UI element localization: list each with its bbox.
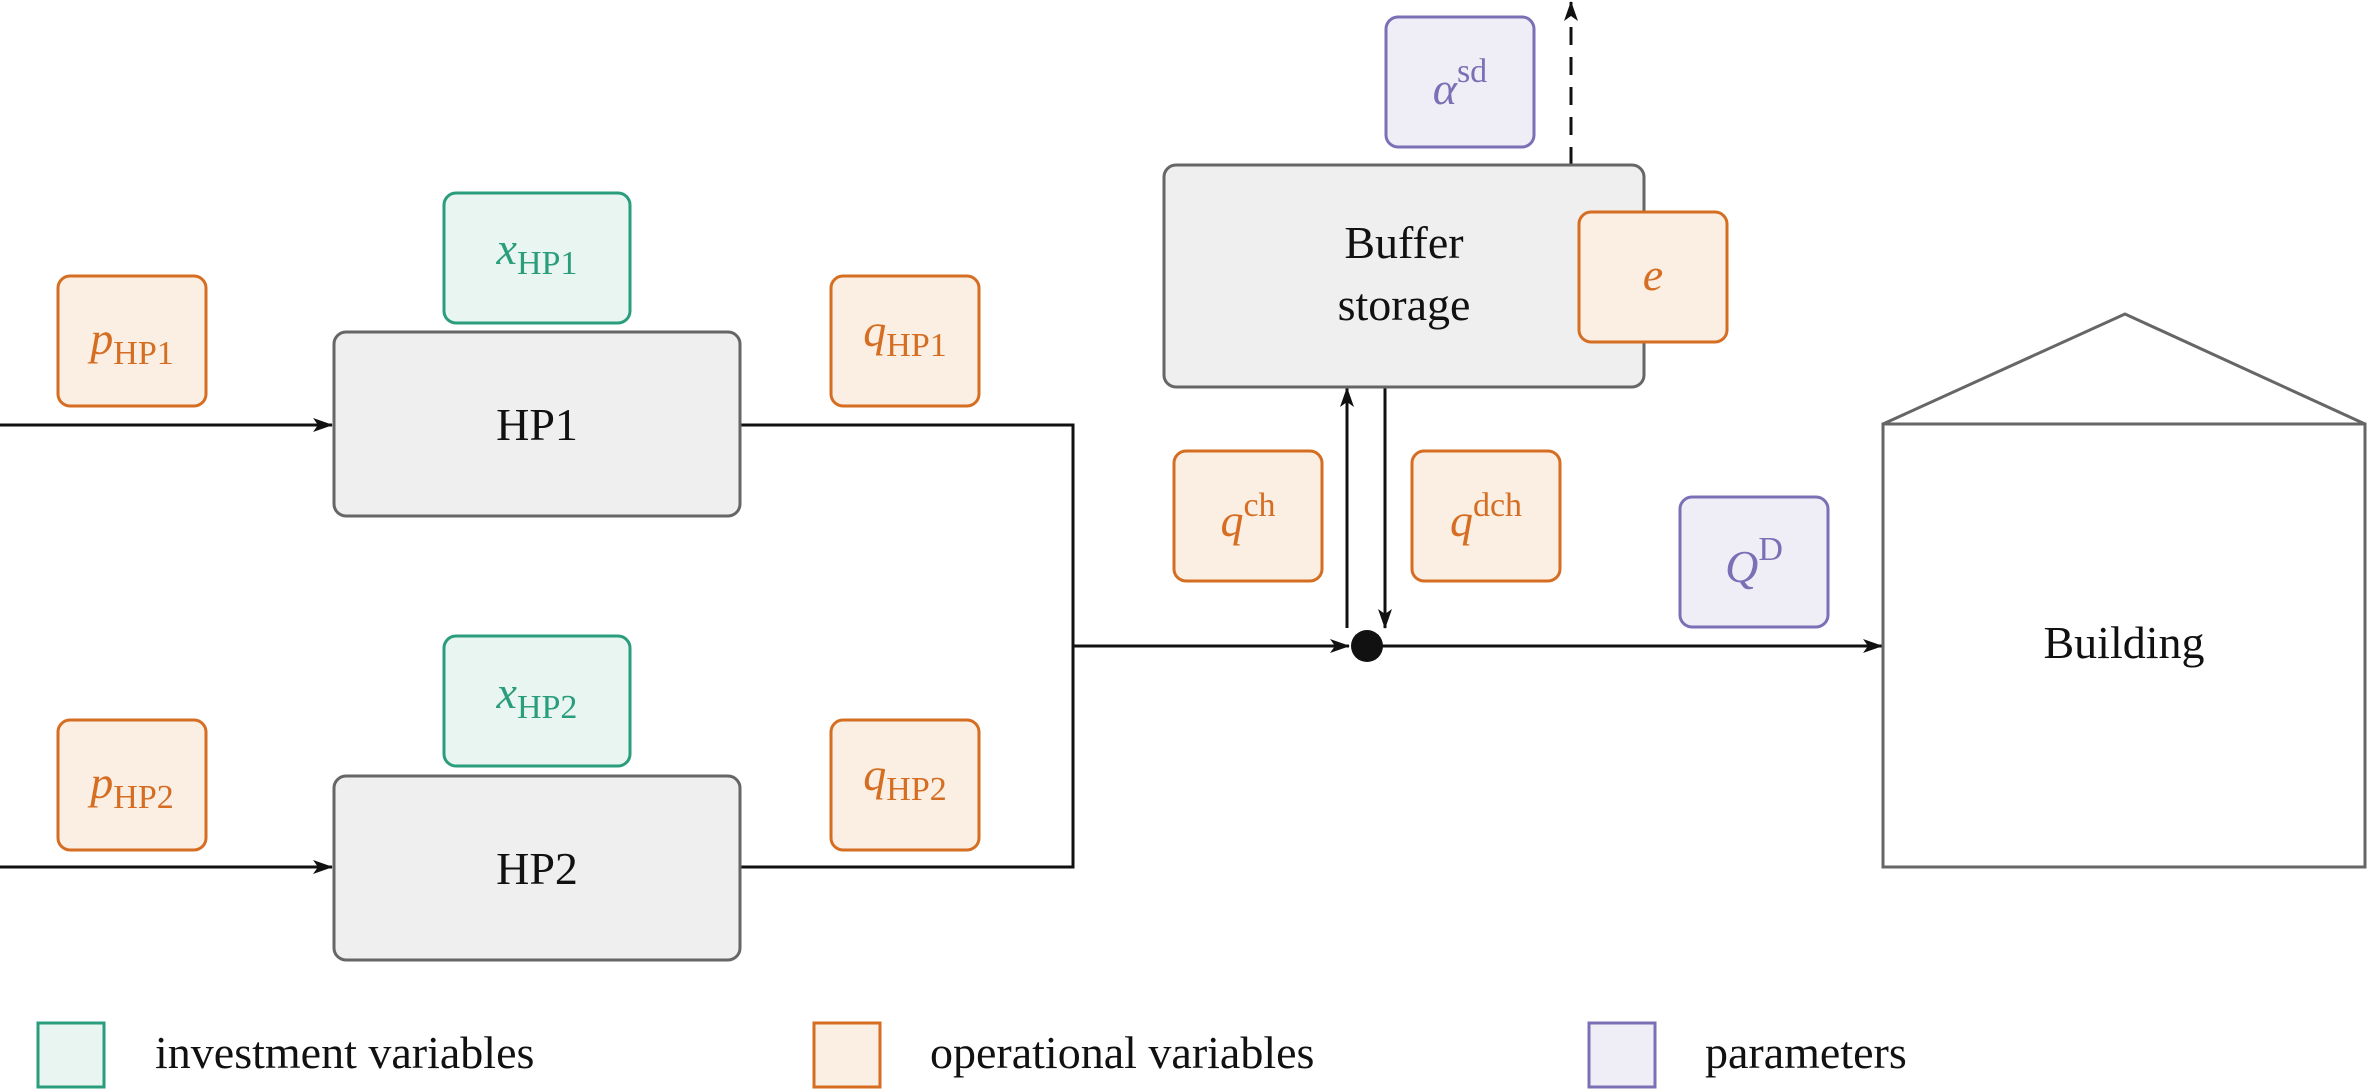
connections: [0, 1, 1883, 874]
variable-q-dch: qdch: [1410, 449, 1562, 583]
variable-alpha-sd: αsd: [1384, 15, 1536, 149]
variable-e: e: [1577, 210, 1729, 344]
q-ch-label: qch: [1220, 487, 1275, 546]
e-box: [1577, 210, 1729, 344]
hp1-box: [332, 330, 742, 518]
legend-parameters-label: parameters: [1705, 1027, 1907, 1078]
legend-operational-swatch: [812, 1021, 882, 1089]
q-hp2-label: qHP2: [863, 749, 946, 808]
x-hp2-box: [442, 634, 632, 768]
output-line-hp1: [740, 423, 1075, 646]
alpha-sd-box: [1384, 15, 1536, 149]
q-hp1-box: [829, 274, 981, 408]
legend-investment-swatch: [36, 1021, 106, 1089]
variable-p-hp2: pHP2: [56, 718, 208, 852]
junction-node: [1351, 630, 1383, 662]
Q-D-box: [1678, 495, 1830, 629]
hp2-label: HP2: [496, 843, 578, 894]
q-dch-box: [1410, 449, 1562, 583]
q-hp2-box: [829, 718, 981, 852]
Q-D-label: QD: [1725, 531, 1783, 592]
building-roof: [1882, 312, 2366, 426]
e-label: e: [1643, 249, 1663, 300]
x-hp1-label: xHP1: [496, 223, 578, 282]
building: Building: [1881, 312, 2367, 869]
heat-pump-hp2: HP2: [332, 774, 742, 962]
q-dch-label: qdch: [1450, 487, 1522, 546]
legend: investment variables operational variabl…: [36, 1021, 1907, 1089]
legend-operational-label: operational variables: [930, 1027, 1314, 1078]
p-hp1-box: [56, 274, 208, 408]
legend-investment-label: investment variables: [155, 1027, 534, 1078]
variable-x-hp2: xHP2: [442, 634, 632, 768]
heat-pump-hp1: HP1: [332, 330, 742, 518]
legend-operational: operational variables: [812, 1021, 1314, 1089]
building-box: [1881, 422, 2367, 869]
variable-q-hp2: qHP2: [829, 718, 981, 852]
legend-investment: investment variables: [36, 1021, 534, 1089]
variable-p-hp1: pHP1: [56, 274, 208, 408]
hp2-box: [332, 774, 742, 962]
q-ch-box: [1172, 449, 1324, 583]
alpha-sd-label: αsd: [1433, 53, 1487, 114]
buffer-storage-label-line2: storage: [1338, 279, 1471, 330]
variable-q-hp1: qHP1: [829, 274, 981, 408]
hp1-label: HP1: [496, 399, 578, 450]
buffer-storage-box: [1162, 163, 1646, 389]
variable-q-ch: qch: [1172, 449, 1324, 583]
buffer-storage-label-line1: Buffer: [1344, 217, 1463, 268]
buffer-storage: Buffer storage: [1162, 163, 1646, 389]
p-hp2-box: [56, 718, 208, 852]
legend-parameters: parameters: [1587, 1021, 1907, 1089]
output-line-hp2: [740, 646, 1075, 869]
x-hp1-box: [442, 191, 632, 325]
x-hp2-label: xHP2: [496, 667, 578, 726]
p-hp1-label: pHP1: [87, 313, 173, 372]
p-hp2-label: pHP2: [87, 757, 173, 816]
legend-parameters-swatch: [1587, 1021, 1657, 1089]
q-hp1-label: qHP1: [863, 305, 946, 364]
building-label: Building: [2043, 617, 2204, 668]
variable-Q-D: QD: [1678, 495, 1830, 629]
variable-x-hp1: xHP1: [442, 191, 632, 325]
